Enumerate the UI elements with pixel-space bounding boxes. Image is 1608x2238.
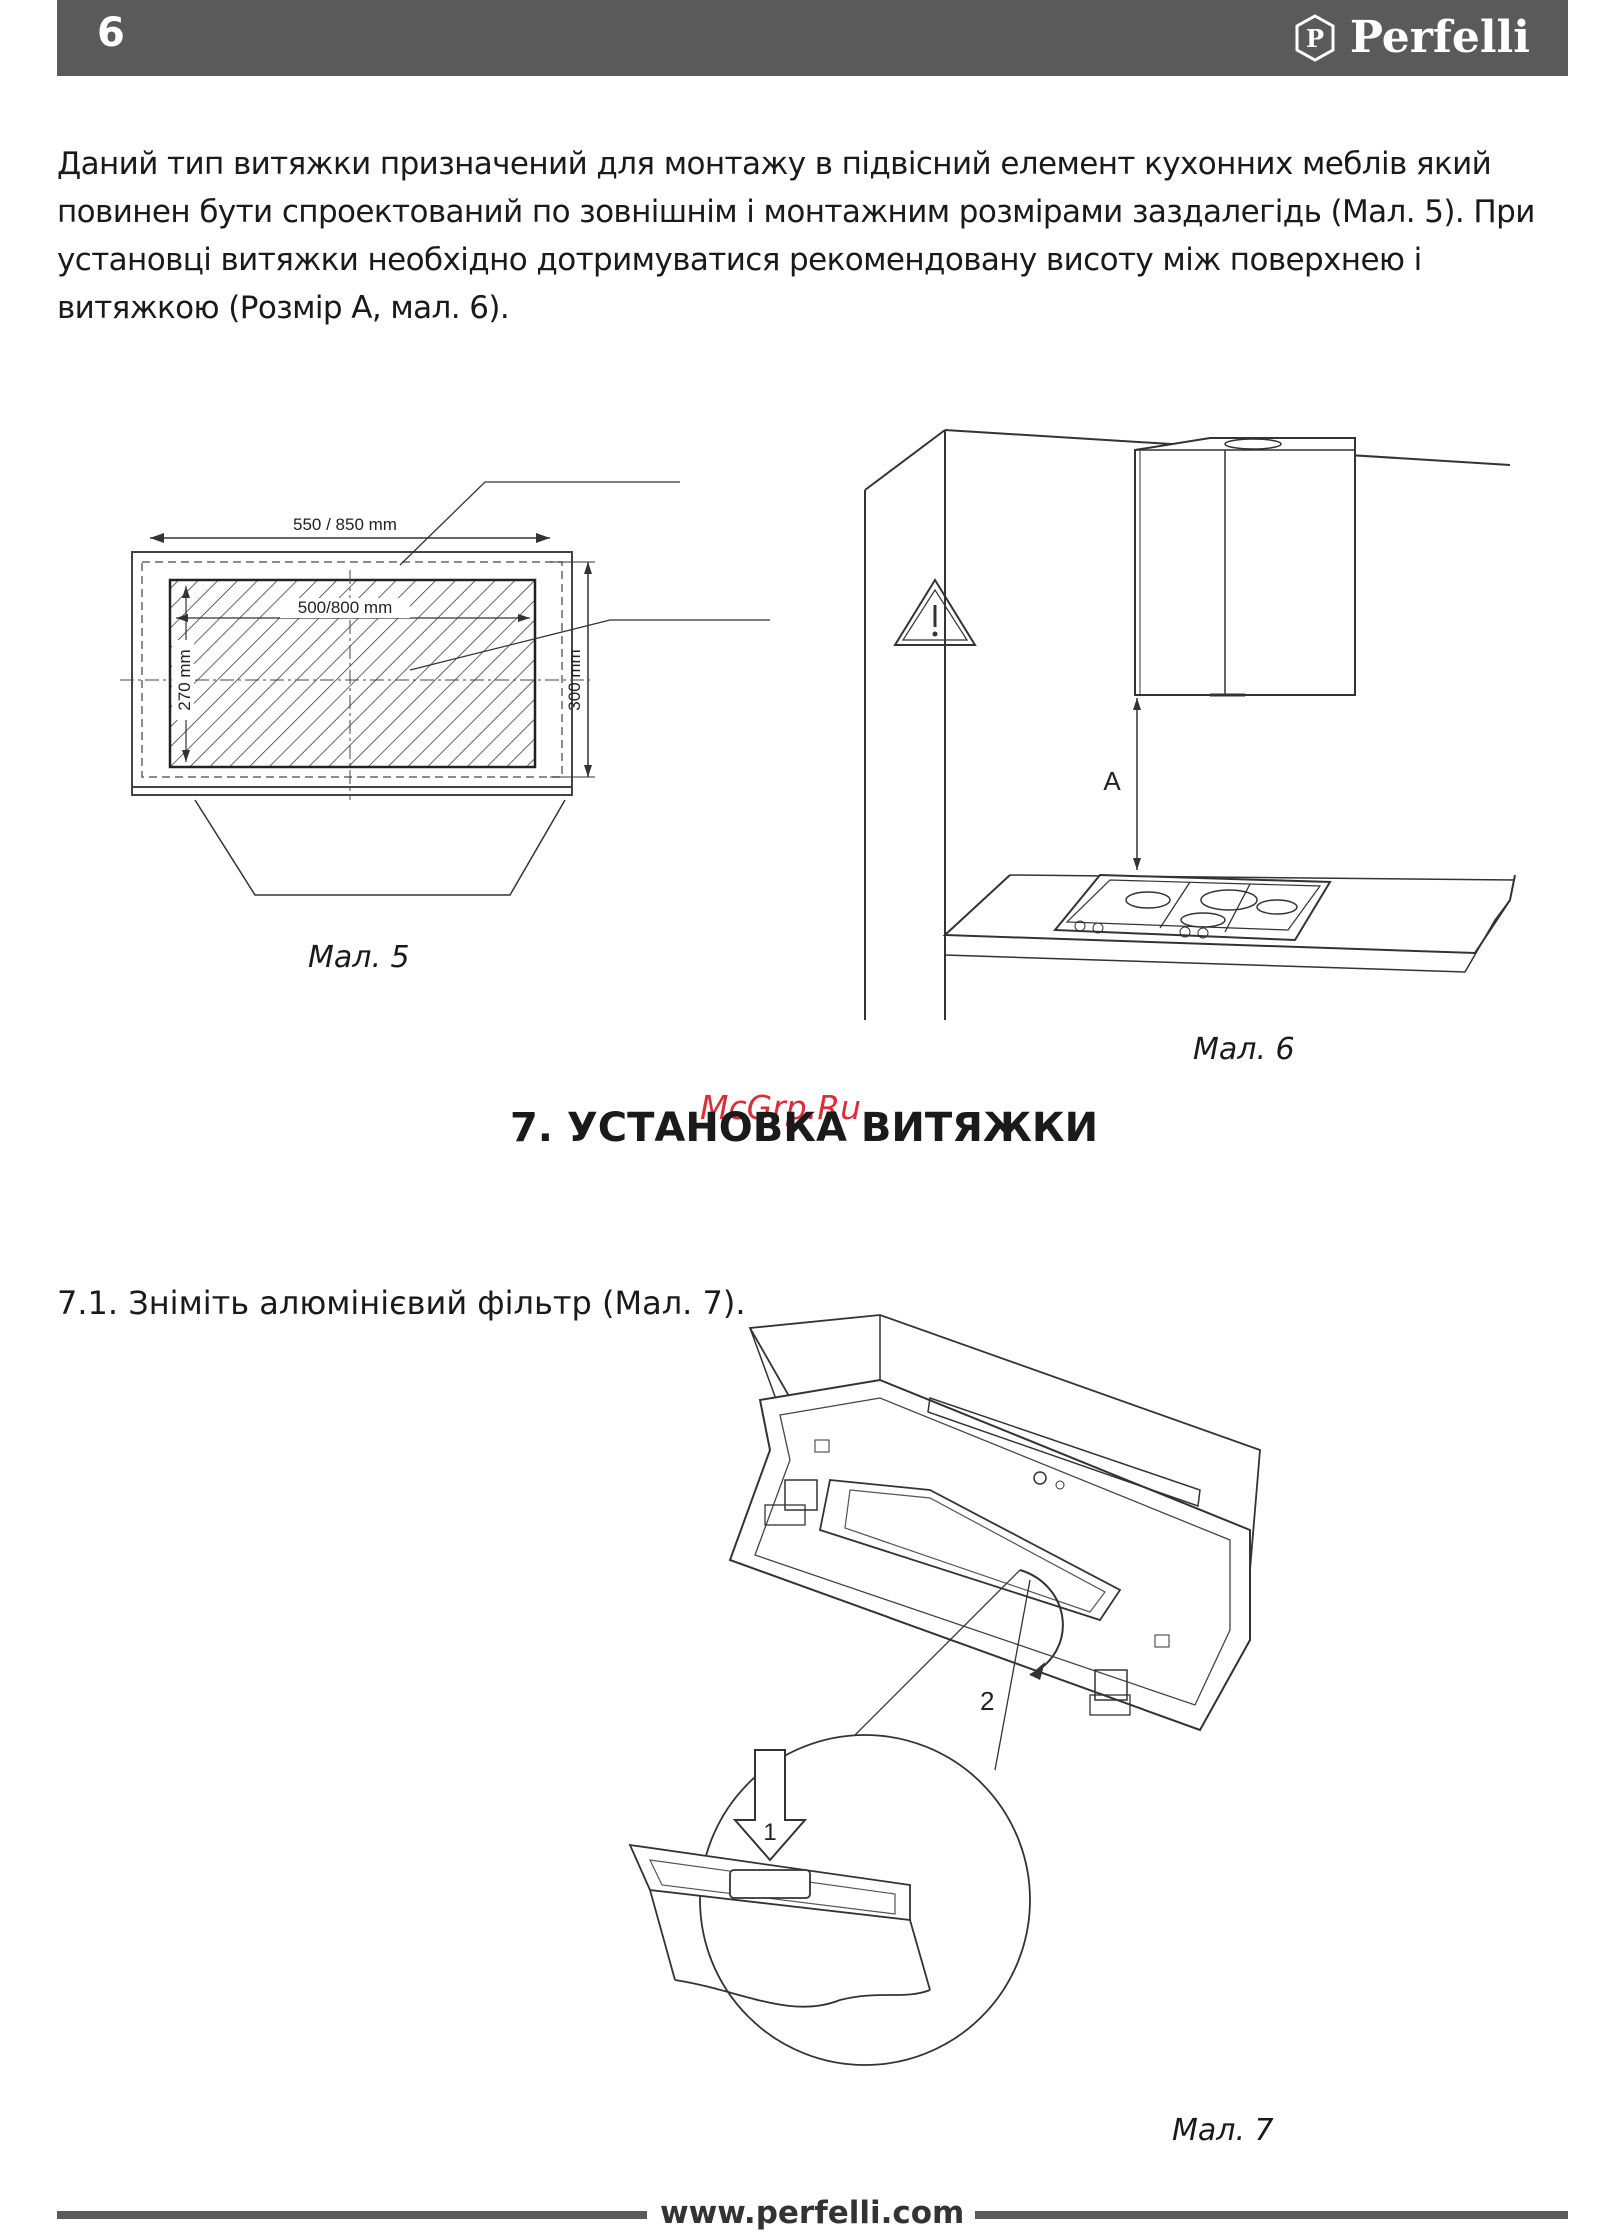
section-title: 7. УСТАНОВКА ВИТЯЖКИ bbox=[509, 1105, 1099, 1151]
warning-triangle-icon bbox=[893, 578, 977, 646]
watermark: McGrp.Ru bbox=[700, 1088, 862, 1127]
page-number: 6 bbox=[97, 10, 125, 56]
label-2: 2 bbox=[980, 1686, 994, 1716]
svg-text:P: P bbox=[1306, 24, 1324, 53]
footer-rule-right bbox=[975, 2211, 1568, 2219]
dim-inner-height: 270 mm bbox=[175, 649, 194, 710]
figure-5-cutout-diagram: 550 / 850 mm 500/800 mm 270 mm 300 mm bbox=[110, 470, 790, 910]
dim-inner-width: 500/800 mm bbox=[298, 598, 393, 617]
figure-7-filter-removal-diagram: 2 1 bbox=[600, 1300, 1280, 2080]
footer-rule-left bbox=[57, 2211, 647, 2219]
figure-7-caption: Мал. 7 bbox=[1172, 2113, 1274, 2148]
label-a: A bbox=[1103, 766, 1121, 796]
label-1: 1 bbox=[763, 1819, 776, 1846]
perfelli-logo-icon: P bbox=[1295, 13, 1335, 62]
intro-paragraph: Даний тип витяжки призначений для монтаж… bbox=[57, 146, 1535, 326]
dim-outer-width: 550 / 850 mm bbox=[293, 515, 397, 534]
step-7-1-text: 7.1. Зніміть алюмінієвий фільтр (Мал. 7)… bbox=[57, 1284, 746, 1322]
figure-6-installation-diagram: A bbox=[855, 420, 1535, 1030]
page-header: 6 P Perfelli bbox=[57, 0, 1568, 76]
dim-outer-height: 300 mm bbox=[565, 649, 584, 710]
brand-name: Perfelli bbox=[1349, 12, 1530, 63]
brand: P Perfelli bbox=[1290, 12, 1530, 63]
footer-website-link[interactable]: www.perfelli.com bbox=[660, 2195, 965, 2231]
figure-6-caption: Мал. 6 bbox=[1193, 1032, 1295, 1067]
figure-5-caption: Мал. 5 bbox=[308, 940, 410, 975]
